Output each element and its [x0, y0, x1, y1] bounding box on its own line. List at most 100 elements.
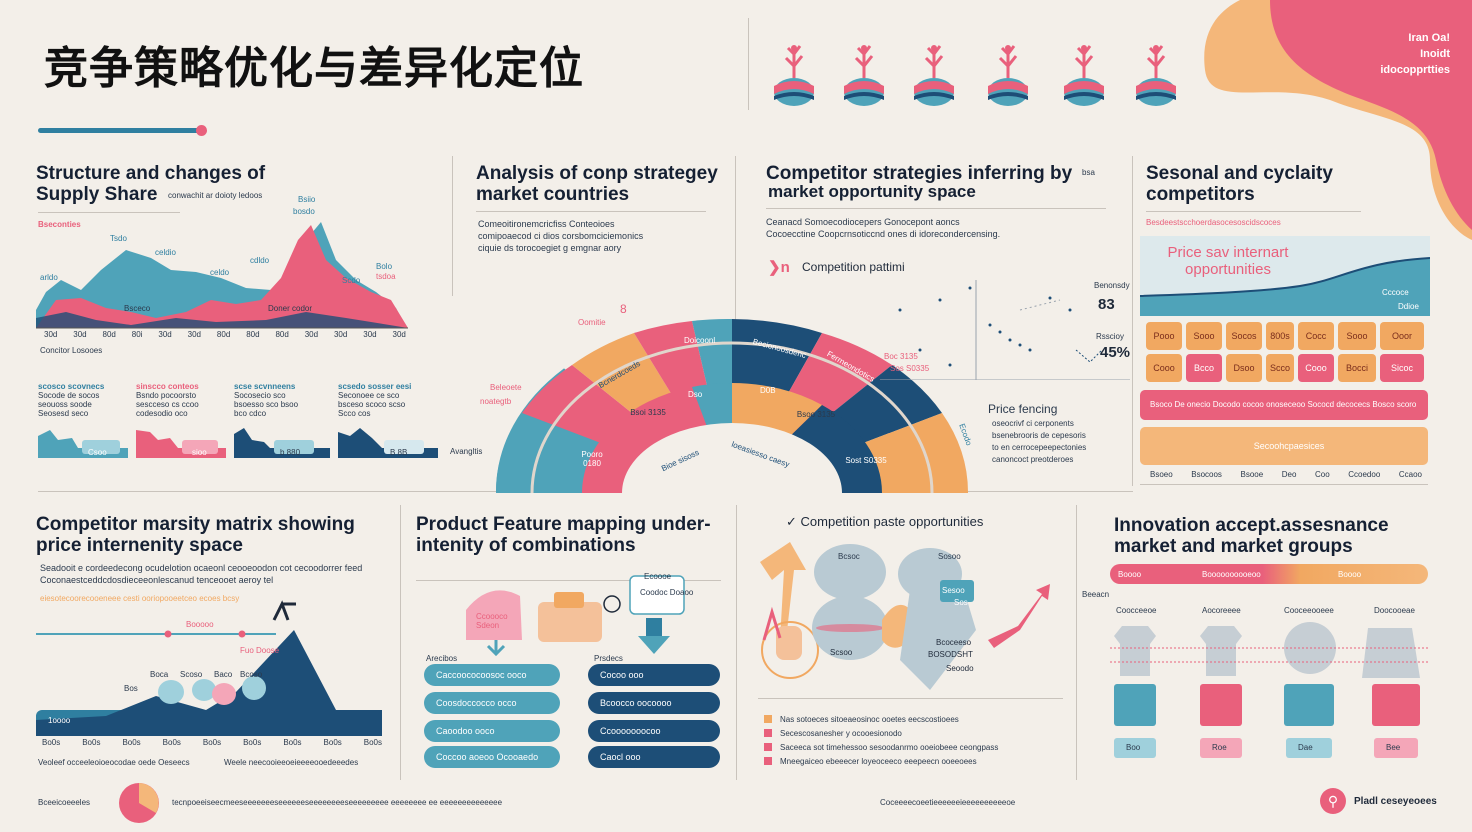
title-underline-dot [196, 125, 207, 136]
s7-legend-item: Saceeca sot timehessoo sesoodanrmo ooeio… [764, 740, 1064, 754]
s4-chart-title: Price sav internart opportunities [1167, 244, 1289, 278]
s3-line: Ceanacd Somoecodiocepers Gonocepont aonc… [766, 217, 960, 227]
s4-band-2: Secoohcpaesices [1140, 427, 1428, 465]
mini-chart [38, 430, 128, 458]
s4-xticks: Bsoeo Bsocoos Bsooe Deo Coo Ccoedoo Ccao… [1150, 470, 1422, 479]
s2-line: comipoaecod ci dios corsbomciciemonics [478, 231, 644, 241]
mini-chart [234, 428, 330, 458]
s8-figures [1110, 622, 1430, 758]
divider-col3 [1132, 156, 1133, 486]
s2-label-3: Avangltis [450, 447, 483, 456]
s7-label-3: Sesoo [942, 586, 965, 595]
s4-tile: Sooo [1338, 322, 1376, 350]
fan-val-3: Sost S0335 [845, 456, 887, 465]
s8-badge: Boo [1126, 743, 1141, 752]
s5-xtick: Bo0s [202, 738, 222, 747]
s4-tile: Pooo [1146, 322, 1182, 350]
s2-label-2: noategtb [480, 397, 512, 406]
s6-underline [416, 580, 721, 581]
s4-right-lbl2: Ddioe [1398, 302, 1419, 311]
s1-xtick: 80d [275, 330, 289, 339]
s2-label-1: Beleoete [490, 383, 522, 392]
s3-pricing-line: bsenebrooris de cepesoris [992, 431, 1086, 440]
mini-line: bsoesso sco bsoo [234, 400, 299, 409]
s5-xtick: Bo0s [243, 738, 262, 747]
s8-bar [1110, 564, 1428, 584]
s8-title: Innovation accept.assesnance market and … [1114, 515, 1389, 557]
s4-xtick: Bsocoos [1191, 470, 1222, 479]
s6-col1-item: Coccoo aoeoo Ocooaedo [424, 746, 560, 768]
s5-orange-line: eiesotecoorecooeneee cesti ooriopooeetce… [40, 594, 240, 603]
s3-pricing-line: oseocrivf ci cerponents [992, 419, 1074, 428]
s4-tile: Ooor [1380, 322, 1424, 350]
s4-tile: Sooo [1186, 322, 1222, 350]
s3-line: Cocoecctine Coopcrnsoticcnd ones di idor… [766, 229, 1001, 239]
s4-xtick: Bsooe [1240, 470, 1264, 479]
s7-label-4: Sos [954, 598, 968, 607]
s5-xtick: Bo0s [122, 738, 141, 747]
s1-label-3: Tsdo [110, 234, 127, 243]
s1-label-5: celdo [210, 268, 230, 277]
s4-xtick: Deo [1281, 470, 1297, 479]
s5-xticks: Bo0s Bo0s Bo0s Bo0s Bo0s Bo0s Bo0s Bo0s … [42, 738, 382, 747]
mini-line: Seosesd seco [38, 409, 89, 418]
s1-title: Structure and changes of Supply Share [36, 163, 266, 205]
s5-footer-right: Weele neecooieeoeieeeeooedeeedes [224, 758, 359, 767]
s1-xtick: 30d [44, 330, 58, 339]
s1-label-10: Scdo [342, 276, 361, 285]
s6-tag-1: Coodoc Doaoo [640, 588, 694, 597]
s3-legend: Competition pattimi [802, 260, 905, 274]
s1-xtick: 30d [304, 330, 319, 339]
s5-xtick: Bo0s [363, 738, 382, 747]
s1-label-6: arldo [40, 273, 58, 282]
title-underline [38, 128, 206, 133]
fan-right-2: Boc 3135 [884, 352, 918, 361]
s1-footer: Concitor Losooes [40, 346, 103, 355]
s2-text: Comeoitironemcricfiss Conteoioes comipoa… [478, 218, 718, 254]
s4-tile: Sicoc [1380, 354, 1424, 382]
mini-line: Socode de socos [38, 391, 100, 400]
s4-tile: Cocc [1298, 322, 1334, 350]
corner-blob [1204, 0, 1472, 240]
s1-area-chart [36, 222, 408, 329]
s1-xtick: 30d [363, 330, 377, 339]
mini-line: codesodio oco [136, 409, 188, 418]
s6-col2-item: Bcoocco oocoooo [588, 692, 720, 714]
s1-xtick: 30d [73, 330, 87, 339]
legend-swatch [764, 729, 772, 737]
s8-badge: Dae [1298, 743, 1313, 752]
s4-xtick: Bsoeo [1150, 470, 1173, 479]
s2-underline [476, 211, 706, 212]
s7-label-7: Seoodo [946, 664, 974, 673]
s3-text: Ceanacd Somoecodiocepers Gonocepont aonc… [766, 216, 1116, 240]
header-illustrations [774, 43, 1178, 108]
s2-line: Comeoitironemcricfiss Conteoioes [478, 219, 615, 229]
s8-side: Beeacn [1082, 590, 1110, 599]
s4-xtick: Ccoedoo [1348, 470, 1381, 479]
s8-col-label: Aocoreeee [1202, 606, 1241, 615]
legend-text: Mneegaiceo ebeeecer loyeoceeco eeepeecn … [780, 756, 977, 766]
s7-underline [758, 698, 1063, 699]
divider-b1 [400, 505, 401, 780]
s7-legend-item: Nas sotoeces sitoeaeosinoc ooetes eecsco… [764, 712, 1064, 726]
s4-tile: Bocci [1338, 354, 1376, 382]
mini-4: scsedo sosser eesi Seconoee ce sco bsces… [338, 382, 438, 463]
legend-text: Nas sotoeces sitoeaeosinoc ooetes eecsco… [780, 714, 959, 724]
mini-line: Socosecio sco [234, 391, 286, 400]
s5-title: Competitor marsity matrix showing price … [36, 514, 355, 556]
legend-swatch [764, 715, 772, 723]
s4-sub: Besdeestscchoerdasocesoscidscoces [1146, 218, 1281, 227]
s1-label-0: Bsiio [298, 195, 316, 204]
legend-text: Saceeca sot timehessoo sesoodanrmo ooeio… [780, 742, 999, 752]
s6-shapes [466, 575, 685, 657]
mini-badge: b 880 [280, 448, 301, 457]
s4-underline [1146, 211, 1361, 212]
footer-right: Coceeeecoeetieeeeeeieeeeeeeeeeoe [880, 798, 1016, 807]
s5-line: Seadooit e cordeedecong ocudelotion ocae… [40, 563, 363, 573]
s7-label-0: Bcsoc [838, 552, 860, 561]
s5-xtick: Bo0s [162, 738, 181, 747]
s4-title: Sesonal and cyclaity competitors [1146, 163, 1333, 205]
footer-mid: tecnpoeeiseecmeeseeeeeeeseeeeeeseeeeeeee… [172, 798, 503, 807]
s5-label-4: Bcoso [240, 670, 263, 679]
s6-col1-title: Arecibos [426, 654, 458, 663]
